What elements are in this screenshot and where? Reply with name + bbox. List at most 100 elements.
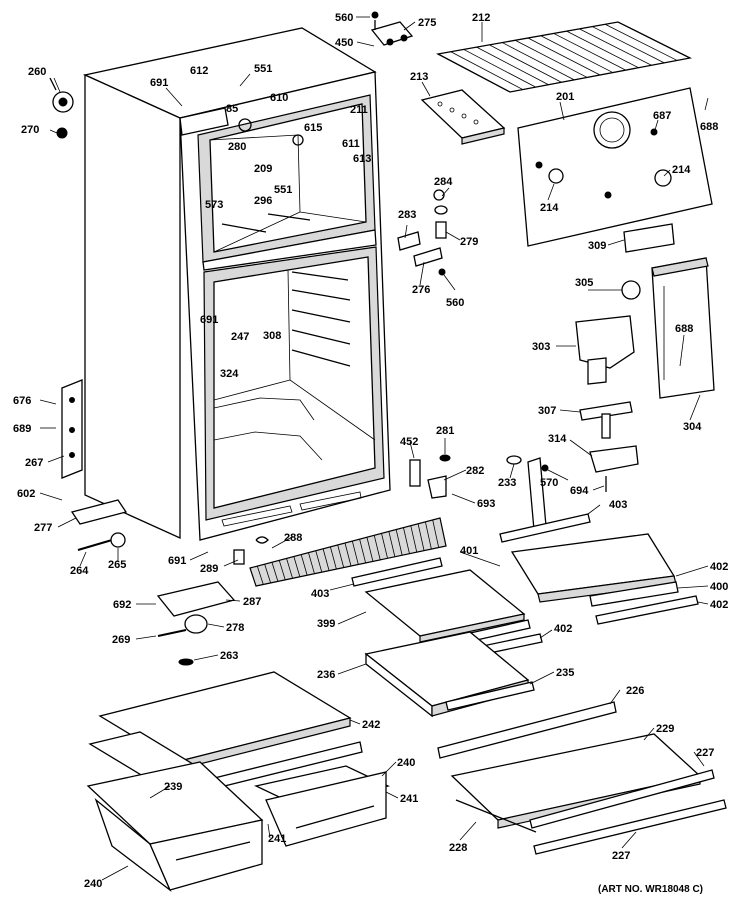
- callout-241: 241: [268, 833, 286, 845]
- callout-270: 270: [21, 124, 39, 136]
- callout-403: 403: [311, 588, 329, 600]
- callout-284: 284: [434, 176, 453, 188]
- callout-314: 314: [548, 433, 567, 445]
- hinge-bracket-left: [61, 379, 83, 479]
- rating-label: [623, 223, 675, 253]
- callout-611: 611: [342, 138, 360, 150]
- callout-236: 236: [317, 669, 335, 681]
- callout-283: 283: [398, 209, 416, 221]
- callout-275: 275: [418, 17, 436, 29]
- roller: [184, 614, 208, 634]
- callout-212: 212: [472, 12, 490, 24]
- callout-613: 613: [353, 153, 371, 165]
- callout-602: 602: [17, 488, 35, 500]
- callout-693: 693: [477, 498, 495, 510]
- grille-clip: [233, 549, 245, 565]
- callout-610: 610: [270, 92, 288, 104]
- callout-402: 402: [710, 561, 728, 573]
- callout-240: 240: [84, 878, 102, 890]
- ice-chute: [575, 315, 635, 385]
- callout-228: 228: [449, 842, 467, 854]
- callout-240: 240: [397, 757, 415, 769]
- toe-grille: [249, 517, 447, 587]
- callout-211: 211: [350, 104, 368, 116]
- callout-289: 289: [200, 563, 218, 575]
- callout-401: 401: [460, 545, 478, 557]
- leveling-leg: [110, 532, 126, 548]
- rear-panel: [517, 87, 713, 247]
- callout-214: 214: [540, 202, 559, 214]
- callout-688: 688: [675, 323, 693, 335]
- callout-280: 280: [228, 141, 246, 153]
- callout-227: 227: [612, 850, 630, 862]
- callout-85: 85: [226, 103, 238, 115]
- shelf-rails: [221, 213, 351, 367]
- callout-551: 551: [274, 184, 292, 196]
- callout-689: 689: [13, 423, 31, 435]
- callout-305: 305: [575, 277, 593, 289]
- callout-276: 276: [412, 284, 430, 296]
- callout-278: 278: [226, 622, 244, 634]
- crisper-cover-shelf: [437, 701, 727, 855]
- callout-279: 279: [460, 236, 478, 248]
- small-parts: [409, 454, 607, 531]
- callout-264: 264: [70, 565, 89, 577]
- callout-324: 324: [220, 368, 239, 380]
- callout-402: 402: [554, 623, 572, 635]
- callout-201: 201: [556, 91, 574, 103]
- callout-307: 307: [538, 405, 556, 417]
- callout-615: 615: [304, 122, 322, 134]
- callout-399: 399: [317, 618, 335, 630]
- roller-bracket: [156, 581, 236, 617]
- top-hinge: [370, 11, 414, 46]
- callout-287: 287: [243, 596, 261, 608]
- callout-612: 612: [190, 65, 208, 77]
- callout-694: 694: [570, 485, 589, 497]
- dispenser-lever: [579, 401, 633, 421]
- callout-296: 296: [254, 195, 272, 207]
- art-number: (ART NO. WR18048 C): [598, 884, 703, 895]
- callout-labels: 560 275 212 450 260 612 551 691 610 85 2…: [13, 12, 728, 890]
- callout-570: 570: [540, 477, 558, 489]
- lever-arm: [601, 413, 611, 439]
- light-assembly: [397, 189, 448, 276]
- callout-282: 282: [466, 465, 484, 477]
- shelves-right: [351, 513, 699, 661]
- callout-560: 560: [446, 297, 464, 309]
- bottom-hinge: [70, 499, 128, 525]
- cam-bracket: [49, 77, 74, 139]
- meat-pan: [364, 631, 535, 718]
- callout-229: 229: [656, 723, 674, 735]
- callout-239: 239: [164, 781, 182, 793]
- leader-lines: [39, 16, 709, 881]
- wire-shelf: [436, 21, 693, 93]
- callout-263: 263: [220, 650, 238, 662]
- callout-241: 241: [400, 793, 418, 805]
- leveling-screw: [77, 539, 113, 551]
- leveling-foot: [178, 658, 194, 666]
- callout-227: 227: [696, 747, 714, 759]
- callout-551: 551: [254, 63, 272, 75]
- dispenser-housing: [621, 257, 715, 399]
- callout-288: 288: [284, 532, 302, 544]
- callout-304: 304: [683, 421, 702, 433]
- ice-tray: [420, 89, 506, 145]
- callout-400: 400: [710, 581, 728, 593]
- callout-213: 213: [410, 71, 428, 83]
- callout-303: 303: [532, 341, 550, 353]
- callout-242: 242: [362, 719, 380, 731]
- clip-spring: [255, 536, 269, 544]
- callout-235: 235: [556, 667, 574, 679]
- callout-403: 403: [609, 499, 627, 511]
- callout-209: 209: [254, 163, 272, 175]
- callout-267: 267: [25, 457, 43, 469]
- callout-260: 260: [28, 66, 46, 78]
- callout-277: 277: [34, 522, 52, 534]
- callout-226: 226: [626, 685, 644, 697]
- callout-687: 687: [653, 110, 671, 122]
- callout-573: 573: [205, 199, 223, 211]
- callout-265: 265: [108, 559, 126, 571]
- callout-281: 281: [436, 425, 454, 437]
- callout-402: 402: [710, 599, 728, 611]
